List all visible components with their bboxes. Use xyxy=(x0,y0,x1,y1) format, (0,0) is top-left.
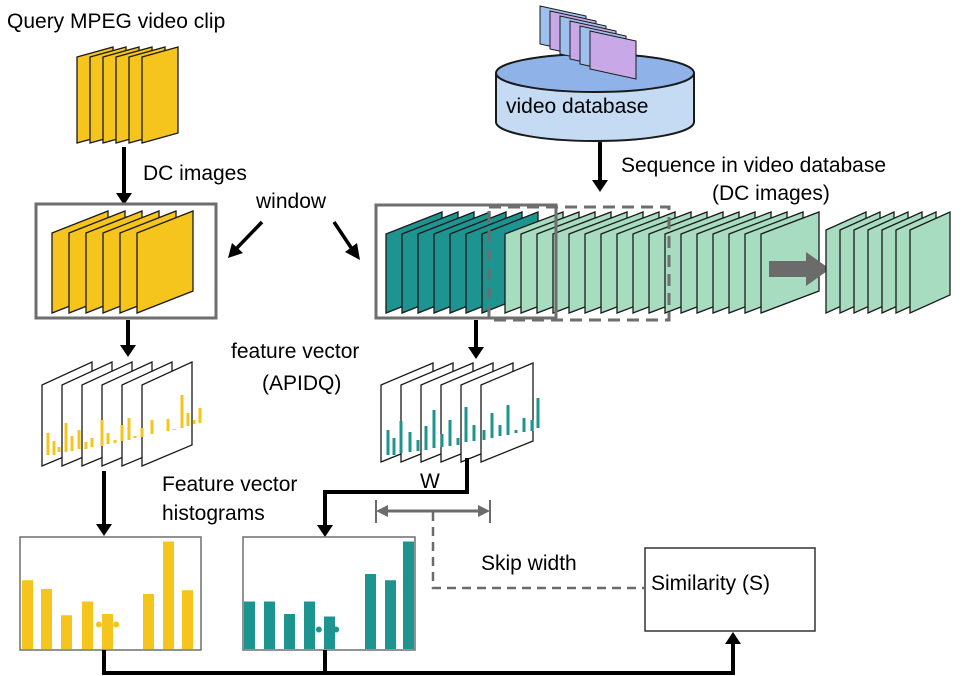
db-histogram-bar xyxy=(284,614,295,649)
sequence-label-line2: (DC images) xyxy=(712,182,830,205)
query-dc-frame xyxy=(136,210,194,314)
query-histogram-bar xyxy=(102,614,113,649)
similarity-connector xyxy=(102,642,735,675)
arrow-query-dc-to-fv-head xyxy=(120,345,136,357)
db-histogram-dots: ••• xyxy=(315,617,341,642)
query-feature-vectors xyxy=(41,360,202,467)
query-histogram-bar xyxy=(163,541,174,649)
skip-width-label: Skip width xyxy=(481,552,577,575)
similarity-label: Similarity (S) xyxy=(651,572,770,595)
database-far-frames xyxy=(825,210,951,315)
db-next-window-box xyxy=(487,205,671,322)
db-histogram-bar xyxy=(324,616,335,649)
database-frames-icon xyxy=(539,5,637,80)
db-histogram-bar xyxy=(403,541,414,649)
arrow-db-fv-to-hist xyxy=(323,458,469,528)
arrow-query-fv-to-hist-head xyxy=(96,524,112,536)
query-histogram-bar xyxy=(143,594,154,649)
query-histogram-bar xyxy=(61,615,72,649)
query-fv-frame xyxy=(141,360,193,467)
query-mpeg-frames xyxy=(76,46,179,144)
arrow-db-to-sequence-head xyxy=(592,180,608,192)
database-sequence-frames xyxy=(385,211,820,314)
w-label: W xyxy=(420,470,440,493)
db-histogram-bars xyxy=(244,541,414,649)
skip-width-leader xyxy=(431,512,644,590)
window-arrow-left-head xyxy=(228,243,243,258)
query-window-box xyxy=(34,202,218,320)
sequence-label-line1: Sequence in video database xyxy=(621,154,886,177)
video-database-cylinder xyxy=(495,53,695,142)
query-histogram-bar xyxy=(82,601,93,649)
window-arrow-right-head xyxy=(345,243,360,260)
skip-width-arrow-right-head xyxy=(478,505,490,517)
feature-vector-label-line1: feature vector xyxy=(231,340,359,363)
video-database-label: video database xyxy=(506,95,648,118)
query-histogram-bar xyxy=(22,580,33,649)
query-histogram-dots: ••• xyxy=(95,612,121,637)
db-histogram-bar xyxy=(244,601,255,649)
arrow-db-fv-to-hist-head xyxy=(317,525,333,537)
database-feature-vectors xyxy=(380,362,540,463)
query-clip-label: Query MPEG video clip xyxy=(7,10,225,33)
query-histogram-bar xyxy=(182,590,193,649)
db-histogram-bar xyxy=(304,601,315,649)
db-histogram-bar xyxy=(264,601,275,649)
feature-vector-label-line2: (APIDQ) xyxy=(262,372,341,395)
query-histogram-bars xyxy=(22,541,193,649)
histograms-label-line2: histograms xyxy=(162,502,265,525)
db-histogram-bar xyxy=(385,580,396,649)
similarity-connector-head xyxy=(725,632,741,644)
db-far-frame xyxy=(909,210,951,315)
skip-width-arrow-left-head xyxy=(376,505,388,517)
dc-images-label: DC images xyxy=(143,162,247,185)
db-window-box xyxy=(374,203,558,320)
histograms-label-line1: Feature vector xyxy=(162,473,297,496)
flow-arrow-head xyxy=(806,252,830,286)
window-arrow-left xyxy=(234,220,264,251)
query-dc-images xyxy=(51,210,194,314)
database-icon-frame xyxy=(589,30,637,80)
window-label: window xyxy=(255,190,327,213)
arrow-db-dc-to-fv-head xyxy=(468,347,484,359)
window-arrow-right xyxy=(332,221,354,250)
query-frame xyxy=(141,46,179,144)
db-histogram-bar xyxy=(365,574,376,649)
query-histogram-bar xyxy=(41,589,52,649)
flow-arrow-body xyxy=(769,261,809,277)
arrow-query-to-dc-head xyxy=(116,193,132,205)
similarity-box xyxy=(644,547,816,632)
